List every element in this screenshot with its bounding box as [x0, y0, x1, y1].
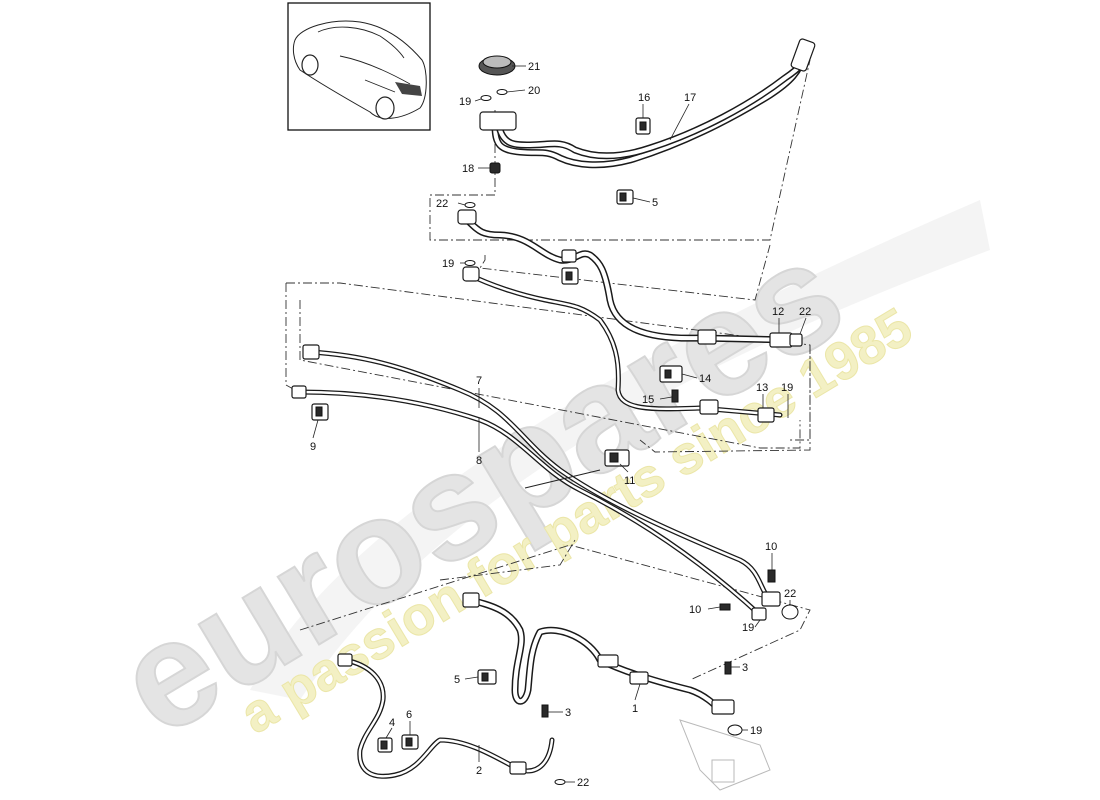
pipe-7-8 [291, 344, 781, 621]
callout-10: 10 [689, 604, 701, 616]
callout-19: 19 [750, 725, 762, 737]
callout-8: 8 [476, 455, 482, 467]
pipe-12 [457, 209, 803, 423]
bracket-4 [377, 737, 393, 753]
callout-3: 3 [742, 662, 748, 674]
cap-21 [478, 55, 516, 76]
callout-19: 19 [781, 382, 793, 394]
assembly-outlines [285, 59, 811, 681]
o-ring-19-bottom [727, 724, 743, 736]
nut-18 [489, 162, 501, 174]
callout-12: 12 [772, 306, 784, 318]
leader-lines [312, 65, 807, 783]
callout-6: 6 [406, 709, 412, 721]
callout-15: 15 [642, 394, 654, 406]
pipe-1 [462, 592, 735, 715]
bolt-15 [671, 389, 679, 403]
callout-22: 22 [784, 588, 796, 600]
o-ring-20 [496, 89, 508, 95]
callout-20: 20 [528, 85, 540, 97]
bolt-3-lower [541, 704, 549, 718]
callout-22: 22 [436, 198, 448, 210]
callout-22: 22 [799, 306, 811, 318]
o-ring-19-mid [464, 260, 476, 266]
callout-10: 10 [765, 541, 777, 553]
o-ring-22-mid [464, 202, 476, 208]
callout-19: 19 [442, 258, 454, 270]
callout-21: 21 [528, 61, 540, 73]
callout-16: 16 [638, 92, 650, 104]
car-thumbnail [287, 2, 431, 131]
bracket-9 [311, 403, 329, 421]
bolt-10-upper [767, 569, 776, 583]
callout-19: 19 [459, 96, 471, 108]
o-ring-22-bottom [554, 779, 566, 785]
callout-14: 14 [699, 373, 711, 385]
bolt-10-lower [719, 603, 731, 611]
bracket-6 [401, 734, 419, 750]
callout-22: 22 [577, 777, 589, 789]
bracket-5-top [616, 189, 634, 205]
bracket-5-bottom [477, 669, 497, 685]
callout-13: 13 [756, 382, 768, 394]
callout-2: 2 [476, 765, 482, 777]
callout-4: 4 [389, 717, 395, 729]
callout-17: 17 [684, 92, 696, 104]
callout-7: 7 [476, 375, 482, 387]
callout-9: 9 [310, 441, 316, 453]
callout-5: 5 [652, 197, 658, 209]
compressor-ghost [679, 719, 771, 791]
bracket-16 [635, 117, 651, 135]
o-ring-19 [480, 95, 492, 101]
callout-labels: 21 20 19 16 17 18 5 22 19 12 22 14 15 13… [310, 61, 811, 789]
callout-1: 1 [632, 703, 638, 715]
callout-19: 19 [742, 622, 754, 634]
bracket-11 [604, 449, 630, 467]
callout-5: 5 [454, 674, 460, 686]
callout-18: 18 [462, 163, 474, 175]
pipe-17 [479, 38, 816, 169]
callout-11: 11 [624, 475, 635, 487]
bolt-3-upper [724, 661, 732, 675]
pipe-2 [337, 653, 555, 779]
watermark: eurospares a passion for parts since 198… [89, 200, 990, 768]
bracket-mid [561, 249, 579, 285]
cap-22-right [781, 604, 799, 620]
callout-3: 3 [565, 707, 571, 719]
bracket-14 [659, 365, 683, 383]
